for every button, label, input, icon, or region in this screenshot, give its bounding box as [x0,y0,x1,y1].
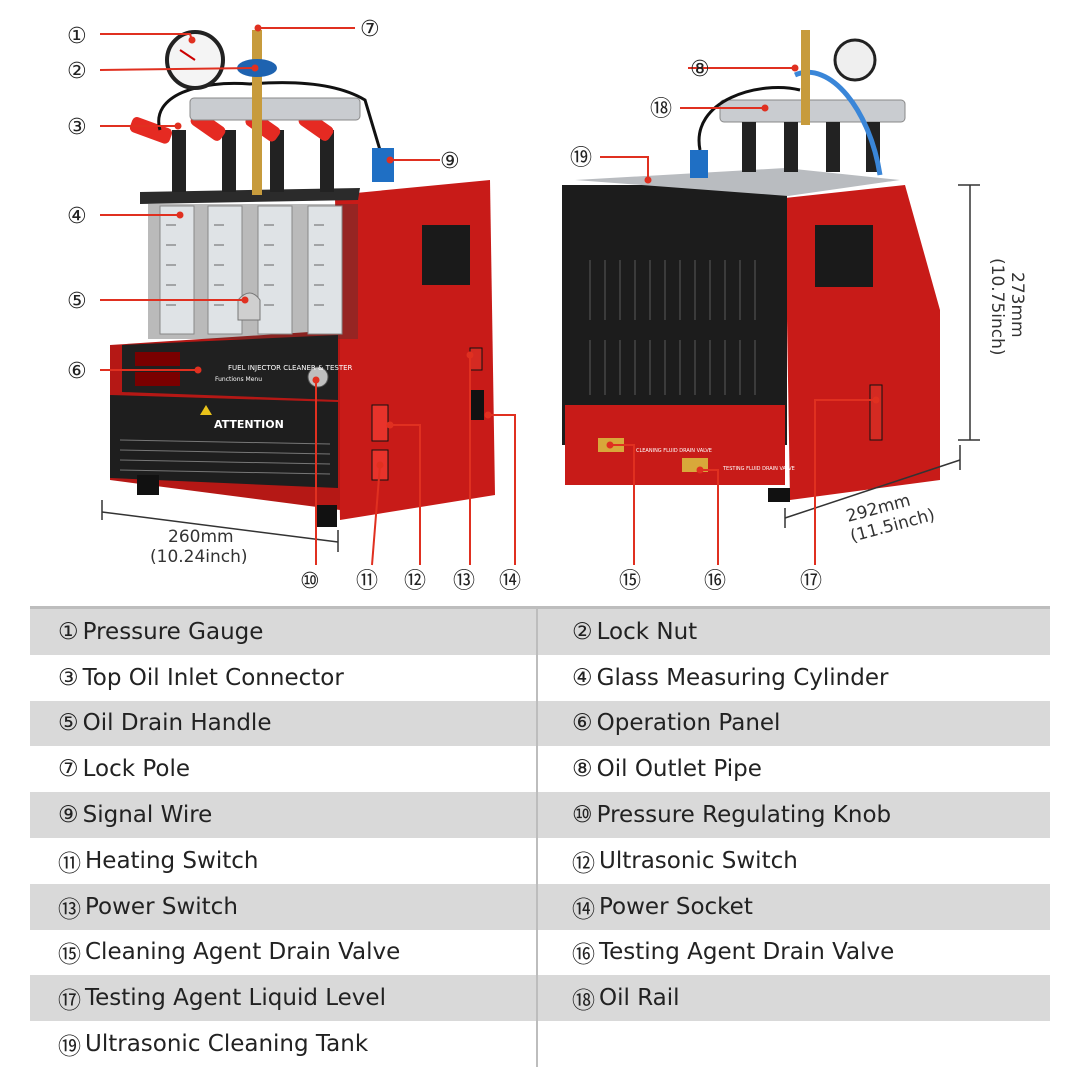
oil-drain-handle-icon [237,292,261,321]
callout-8: ⑧ [690,57,710,82]
legend-cell [538,1021,1050,1067]
cleaning-valve-label: CLEANING FLUID DRAIN VALVE [636,448,712,454]
callout-3: ③ [67,115,87,140]
ultrasonic-cleaning-tank [575,168,900,196]
width-dimension-inch-label: (10.24inch) [150,547,248,567]
back-machine: CLEANING FLUID DRAIN VALVE TESTING FLUID… [562,30,940,502]
ultrasonic-switch-icon [371,404,389,442]
back-carry-handle-icon [815,225,873,287]
attention-label: ATTENTION [214,418,284,431]
front-machine: FUEL INJECTOR CLEANER & TESTER Functions… [110,30,495,527]
callout-2: ② [67,59,87,84]
callout-7: ⑦ [360,17,380,42]
callout-9: ⑨ [440,149,460,174]
oil-rail [189,97,361,121]
power-socket-icon [470,390,484,420]
callout-11: ⑪ [356,569,378,594]
callout-dots [174,24,880,474]
callout-15: ⑮ [619,569,641,594]
callout-numbers: ① ② ③ ④ ⑤ ⑥ ⑦ ⑧ ⑨ ⑩ ⑪ ⑫ ⑬ ⑭ ⑮ ⑯ ⑰ ⑱ ⑲ [67,17,822,594]
signal-wire [157,81,382,151]
power-switch-icon [469,347,483,371]
functions-menu-label: Functions Menu [215,376,262,383]
callout-12: ⑫ [404,569,426,594]
width-dimension-label: 260mm [168,527,234,547]
product-diagram: FUEL INJECTOR CLEANER & TESTER Functions… [67,17,1027,594]
callout-13: ⑬ [453,569,475,594]
testing-agent-liquid-level-icon [869,384,883,441]
back-oil-rail [719,99,906,123]
callout-18: ⑱ [650,97,672,122]
callout-5: ⑤ [67,289,87,314]
callout-19: ⑲ [570,146,592,171]
glass-cylinders [159,205,343,335]
height-dimension-inch-label: (10.75inch) [987,258,1007,356]
callout-10: ⑩ [300,569,320,594]
dimension-lines [101,184,980,552]
callout-17: ⑰ [800,569,822,594]
callout-1: ① [67,24,87,49]
callout-leaders [99,27,876,566]
callout-16: ⑯ [704,569,726,594]
callout-4: ④ [67,204,87,229]
callout-14: ⑭ [499,569,521,594]
height-dimension-label: 273mm [1007,272,1027,338]
pressure-regulating-knob-icon [307,366,329,388]
panel-title: FUEL INJECTOR CLEANER & TESTER [228,364,353,372]
lock-pole [252,30,262,195]
back-machine-body [562,185,787,445]
carry-handle-icon [422,225,470,285]
warning-triangle-icon [200,405,212,415]
callout-6: ⑥ [67,359,87,384]
testing-valve-label: TESTING FLUID DRAIN VALVE [722,466,795,472]
signal-wire-connector-icon [372,148,394,182]
